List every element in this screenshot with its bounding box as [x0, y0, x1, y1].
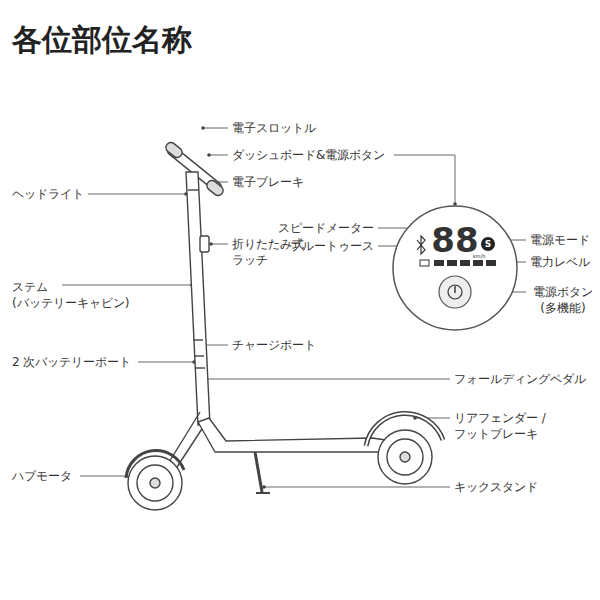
display-glyph: S: [485, 240, 491, 249]
front-wheel: [128, 456, 182, 510]
part-label: ハブモータ: [12, 468, 72, 484]
part-label: 電源モード: [530, 232, 590, 248]
part-label: リアフェンダー / フットブレーキ: [454, 410, 562, 442]
mode-badge: [481, 237, 495, 251]
part-label: スピードメーター: [278, 220, 374, 236]
part-label: ヘッドライト: [12, 186, 84, 202]
part-label: 電源ボタン (多機能): [529, 284, 597, 316]
stem: [186, 172, 210, 425]
kickstand: [255, 452, 262, 492]
rear-fender: [366, 413, 443, 446]
bluetooth-icon: [417, 236, 425, 254]
part-label: 電力レベル: [530, 254, 590, 270]
scooter: [126, 140, 443, 510]
display-glyph: km/h: [473, 254, 486, 259]
part-label: 2 次バッテリーポート: [12, 354, 131, 370]
rear-wheel: [378, 430, 432, 484]
battery-icon: [420, 260, 429, 266]
part-label: フォールディングペダル: [454, 371, 586, 387]
part-label: チャージポート: [232, 337, 316, 353]
power-level-bars: [434, 260, 496, 266]
part-label: キックスタンド: [454, 479, 538, 495]
part-label: ステム (バッテリーキャビン): [12, 279, 154, 311]
leader-dots: [148, 126, 507, 489]
grip: [164, 140, 184, 159]
grip: [205, 178, 225, 197]
display-glyph: 88: [431, 223, 478, 257]
part-label: 電子ブレーキ: [232, 174, 304, 190]
part-label: 電子スロットル: [232, 120, 316, 136]
dashboard: [393, 206, 517, 330]
part-label: ブルートゥース: [290, 238, 374, 254]
page-title: 各位部位名称: [12, 20, 192, 61]
power-button: [439, 276, 471, 308]
headlight: [188, 189, 199, 190]
latch: [200, 236, 209, 252]
part-label: ダッシュボード&電源ボタン: [232, 147, 385, 163]
